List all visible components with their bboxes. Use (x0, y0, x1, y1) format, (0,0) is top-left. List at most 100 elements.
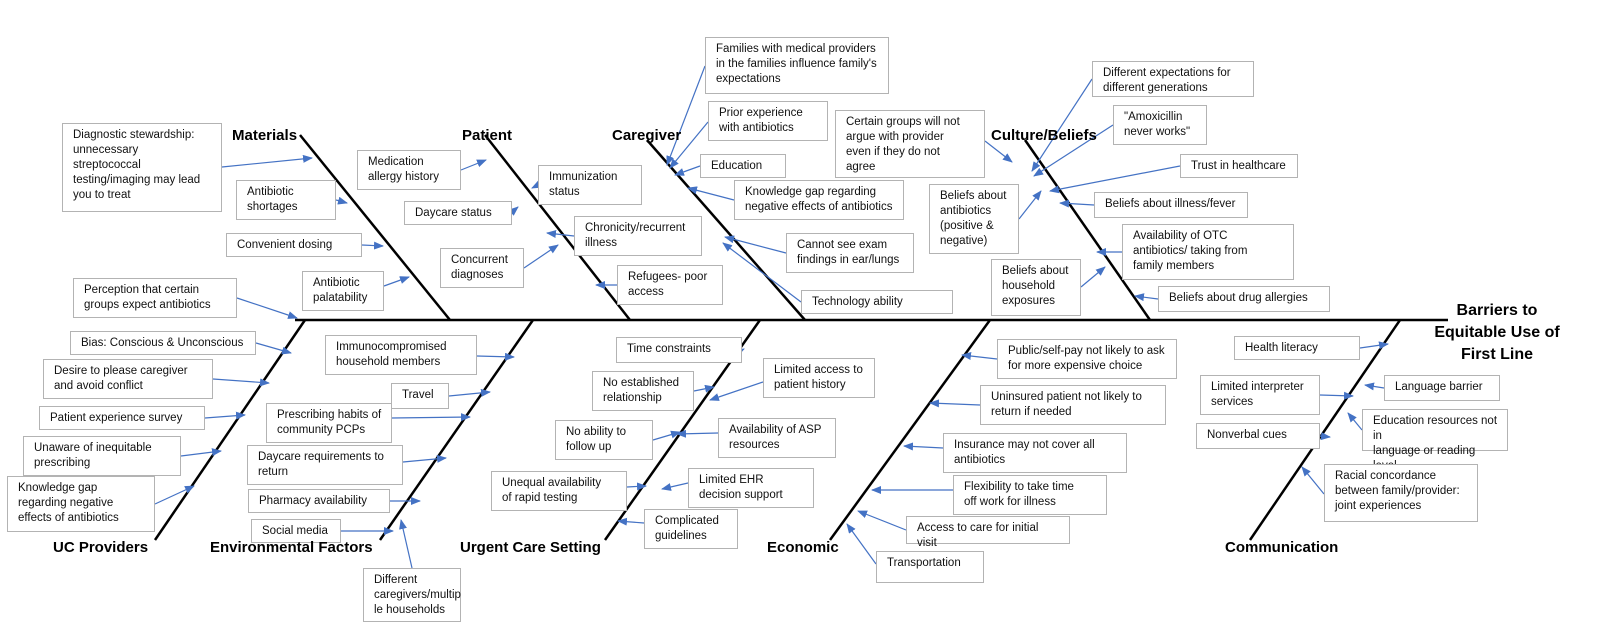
arrow-caregiver-1 (669, 121, 709, 169)
arrow-urgent-care-2 (709, 381, 764, 401)
arrow-caregiver-5 (722, 242, 802, 303)
cause-uc-providers-3: Patient experience survey (39, 406, 205, 430)
arrow-communication-2 (1364, 382, 1385, 391)
arrow-materials-2 (361, 241, 384, 250)
cause-uc-providers-0: Perception that certain groups expect an… (73, 278, 237, 318)
arrow-urgent-care-1 (693, 384, 715, 393)
arrow-environmental-6 (399, 519, 413, 569)
arrow-urgent-care-5 (626, 482, 647, 491)
cause-communication-1: Limited interpreter services (1200, 375, 1320, 415)
cause-culture-0: Certain groups will not argue with provi… (835, 110, 985, 178)
cause-patient-4: Chronicity/recurrent illness (574, 216, 702, 256)
arrow-urgent-care-6 (661, 482, 689, 491)
cause-communication-3: Nonverbal cues (1196, 423, 1320, 449)
cause-urgent-care-2: Limited access to patient history (763, 358, 875, 398)
cause-caregiver-3: Knowledge gap regarding negative effects… (734, 180, 904, 220)
arrow-urgent-care-4 (676, 429, 719, 438)
arrow-culture-5 (1049, 165, 1181, 194)
arrow-communication-0 (1359, 341, 1389, 350)
arrow-patient-1 (508, 206, 519, 216)
cause-environmental-5: Social media (251, 519, 341, 543)
arrow-environmental-2 (391, 413, 471, 422)
cause-culture-3: Different expectations for different gen… (1092, 61, 1254, 97)
category-uc-providers: UC Providers (53, 539, 149, 556)
cause-patient-2: Concurrent diagnoses (440, 248, 524, 288)
arrow-economic-0 (961, 352, 998, 360)
arrow-caregiver-0 (666, 65, 706, 166)
arrows (154, 65, 1389, 569)
arrow-economic-5 (846, 523, 877, 565)
cause-urgent-care-5: Unequal availability of rapid testing (491, 471, 627, 511)
cause-materials-2: Convenient dosing (226, 233, 362, 257)
rib-communication (1248, 319, 1402, 541)
arrow-culture-8 (1134, 293, 1159, 302)
category-communication: Communication (1225, 539, 1339, 556)
arrow-materials-3 (383, 276, 410, 287)
rib-patient (484, 134, 631, 321)
arrow-uc-providers-3 (204, 411, 246, 420)
category-economic: Economic (767, 539, 839, 556)
cause-caregiver-1: Prior experience with antibiotics (708, 101, 828, 141)
category-caregiver: Caregiver (612, 127, 682, 144)
cause-uc-providers-5: Knowledge gap regarding negative effects… (7, 476, 155, 532)
rib-uc-providers (153, 319, 307, 541)
cause-culture-6: Beliefs about illness/fever (1094, 192, 1248, 218)
arrow-communication-1 (1319, 391, 1354, 400)
arrow-communication-4 (1347, 412, 1363, 431)
cause-economic-4: Access to care for initial visit (906, 516, 1070, 549)
arrow-caregiver-2 (674, 165, 701, 176)
cause-patient-0: Medication allergy history (357, 150, 461, 190)
arrow-culture-1 (1018, 190, 1042, 220)
arrow-uc-providers-1 (255, 342, 292, 355)
arrow-uc-providers-2 (212, 378, 270, 387)
cause-communication-5: Racial concordance between family/provid… (1324, 464, 1478, 522)
cause-patient-5: Refugees- poor access (617, 265, 723, 305)
cause-economic-1: Uninsured patient not likely to return i… (980, 385, 1166, 425)
cause-culture-4: "Amoxicillin never works" (1113, 105, 1207, 145)
arrow-caregiver-3 (687, 186, 735, 201)
arrow-urgent-care-3 (652, 430, 681, 441)
cause-environmental-3: Daycare requirements to return (247, 445, 403, 485)
arrow-patient-0 (460, 159, 487, 171)
arrow-culture-2 (1080, 266, 1106, 288)
arrow-materials-0 (221, 154, 313, 168)
cause-urgent-care-7: Complicated guidelines (644, 509, 738, 549)
arrow-culture-4 (1033, 124, 1114, 177)
cause-culture-2: Beliefs about household exposures (991, 259, 1081, 316)
arrow-environmental-0 (476, 352, 515, 361)
cause-uc-providers-2: Desire to please caregiver and avoid con… (43, 359, 213, 399)
arrow-culture-0 (984, 140, 1013, 163)
rib-materials (299, 134, 451, 321)
arrow-patient-2 (523, 244, 559, 269)
category-culture-beliefs: Culture/Beliefs (991, 127, 1097, 144)
cause-patient-3: Immunization status (538, 165, 642, 205)
arrow-communication-3 (1319, 432, 1331, 441)
arrow-communication-5 (1301, 466, 1325, 495)
cause-caregiver-4: Cannot see exam findings in ear/lungs (786, 233, 914, 273)
cause-economic-2: Insurance may not cover all antibiotics (943, 433, 1127, 473)
cause-caregiver-5: Technology ability (801, 290, 953, 314)
arrow-patient-3 (531, 180, 542, 189)
cause-environmental-6: Different caregivers/multip le household… (363, 568, 461, 622)
cause-environmental-0: Immunocompromised household members (325, 335, 477, 375)
category-urgent-care-setting: Urgent Care Setting (460, 539, 601, 556)
cause-communication-0: Health literacy (1234, 336, 1360, 360)
arrow-economic-2 (903, 442, 944, 451)
arrow-uc-providers-5 (154, 485, 195, 505)
cause-culture-8: Beliefs about drug allergies (1158, 286, 1330, 312)
cause-economic-0: Public/self-pay not likely to ask for mo… (997, 339, 1177, 379)
arrow-materials-1 (335, 196, 348, 205)
arrow-economic-4 (857, 510, 907, 531)
cause-communication-4: Education resources not in language or r… (1362, 409, 1508, 472)
arrow-culture-6 (1059, 199, 1095, 208)
category-environmental-factors: Environmental Factors (210, 539, 373, 556)
cause-economic-3: Flexibility to take time off work for il… (953, 475, 1107, 515)
arrow-economic-1 (929, 399, 981, 408)
cause-culture-5: Trust in healthcare (1180, 154, 1298, 178)
arrow-caregiver-4 (724, 235, 787, 254)
cause-urgent-care-0: Time constraints (616, 337, 742, 363)
cause-caregiver-0: Families with medical providers in the f… (705, 37, 889, 94)
cause-urgent-care-1: No established relationship (592, 371, 694, 411)
diagram-title: Barriers to Equitable Use of First Line (1434, 302, 1560, 363)
